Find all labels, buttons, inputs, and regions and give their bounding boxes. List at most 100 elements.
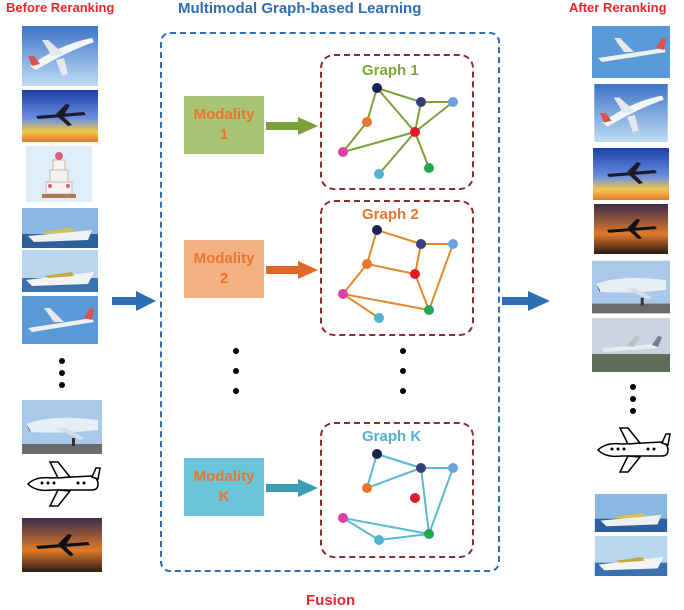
graph-node: [448, 463, 458, 473]
graph-node: [374, 535, 384, 545]
graph-edge: [342, 121, 368, 153]
ellipsis-dot: [233, 348, 239, 354]
modality-index: 1: [219, 126, 229, 143]
graph-node: [374, 169, 384, 179]
list-item: [592, 536, 670, 576]
ellipsis-dot: [400, 348, 406, 354]
arrow-shaft: [266, 266, 300, 274]
after-reranking-title: After Reranking: [569, 0, 667, 15]
ellipsis-dot: [233, 388, 239, 394]
graph-edge: [342, 263, 368, 295]
graph-edge: [414, 243, 422, 275]
list-item: [592, 424, 672, 476]
list-item: [22, 26, 98, 86]
arrow-head: [298, 261, 318, 279]
modality-label: Modality: [193, 468, 255, 485]
ellipsis-dot: [59, 370, 65, 376]
graph-edge: [428, 467, 454, 535]
multimodal-learning-frame: [160, 32, 500, 572]
graph-edge: [428, 243, 454, 311]
ellipsis-dot: [400, 368, 406, 374]
input-arrow: [112, 291, 156, 311]
airplane-photo-icon: [22, 26, 98, 86]
graph-k-box: [320, 422, 474, 558]
graph-node: [362, 259, 372, 269]
graph-edge: [342, 517, 430, 535]
ellipsis-dot: [630, 396, 636, 402]
graph-edge: [366, 467, 422, 489]
ellipsis-dot: [59, 358, 65, 364]
graph-edge: [366, 229, 378, 265]
ellipsis-dot: [400, 388, 406, 394]
graph-node: [362, 117, 372, 127]
list-item: [592, 26, 670, 78]
graph-node: [448, 239, 458, 249]
graph-node: [410, 493, 420, 503]
list-item: [22, 400, 102, 454]
graph-edge: [414, 101, 454, 133]
list-item: [22, 250, 98, 292]
arrow-shaft: [266, 122, 300, 130]
list-item: [592, 84, 670, 142]
graph-edge: [342, 131, 416, 153]
graph-node: [448, 97, 458, 107]
list-item: [22, 458, 102, 510]
ellipsis-dot: [233, 368, 239, 374]
graph-edge: [420, 467, 430, 535]
graph-node: [416, 97, 426, 107]
graph-edge: [414, 131, 430, 169]
modality-2-arrow: [266, 261, 318, 279]
modality-k-arrow: [266, 479, 318, 497]
graph-node: [424, 529, 434, 539]
graph-node: [362, 483, 372, 493]
graph-edge: [376, 87, 416, 133]
graph-edge: [366, 263, 416, 275]
graph-title: Graph 2: [362, 206, 419, 223]
list-item: [592, 204, 670, 254]
graph-node: [416, 239, 426, 249]
arrow-shaft: [266, 484, 300, 492]
list-item: [22, 296, 98, 344]
list-item: [592, 260, 670, 314]
arrow-head: [298, 117, 318, 135]
graph-edge: [342, 293, 380, 319]
graph-node: [424, 305, 434, 315]
list-item: [22, 90, 98, 142]
graph-edge: [376, 87, 422, 103]
graph-1-network: [338, 83, 458, 179]
graph-node: [338, 289, 348, 299]
list-item: [592, 318, 670, 372]
graph-node: [338, 147, 348, 157]
graph-edge: [376, 229, 422, 245]
ellipsis-dot: [630, 384, 636, 390]
list-item: [22, 518, 102, 572]
modality-1-arrow: [266, 117, 318, 135]
graph-1-box: [320, 54, 474, 190]
modality-index: 2: [219, 270, 229, 287]
graph-edge: [342, 293, 430, 311]
output-arrow: [502, 291, 550, 311]
list-item: [26, 146, 92, 202]
graph-edge: [366, 453, 378, 489]
list-item: [592, 148, 670, 200]
graph-node: [410, 269, 420, 279]
modality-2-box: Modality 2: [184, 240, 264, 298]
before-reranking-title: Before Reranking: [6, 0, 115, 15]
graph-2-network: [338, 225, 458, 323]
graph-node: [338, 513, 348, 523]
graph-node: [374, 313, 384, 323]
graph-edge: [378, 533, 430, 541]
graph-edge: [342, 517, 380, 541]
graph-k-network: [338, 449, 458, 545]
graph-edge: [378, 131, 416, 175]
ellipsis-dot: [59, 382, 65, 388]
graph-node: [424, 163, 434, 173]
fusion-label: Fusion: [306, 592, 356, 609]
graph-node: [372, 449, 382, 459]
modality-label: Modality: [193, 250, 255, 267]
list-item: [592, 494, 670, 532]
graph-title: Graph K: [362, 428, 422, 445]
